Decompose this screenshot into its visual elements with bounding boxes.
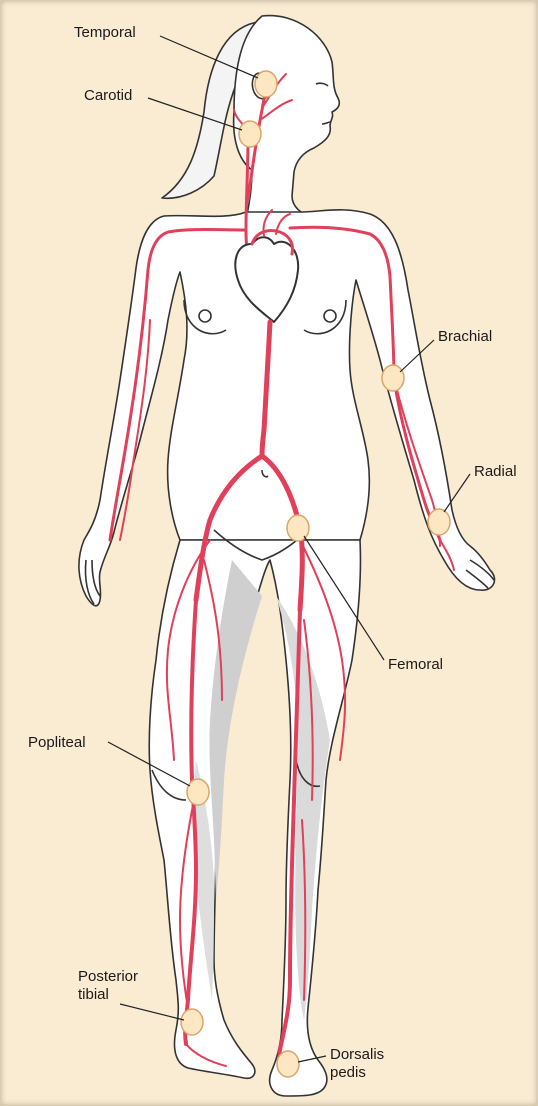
label-femoral: Femoral (388, 656, 443, 674)
label-radial: Radial (474, 463, 517, 481)
brachial-pulse-point (382, 365, 404, 391)
label-carotid: Carotid (84, 87, 132, 105)
nipple-left (199, 310, 211, 322)
posterior-tibial-leader (120, 1004, 184, 1020)
femoral-pulse-point (287, 515, 309, 541)
label-posterior-tibial-line2: tibial (78, 986, 138, 1004)
label-posterior-tibial: Posterior tibial (78, 968, 138, 1004)
nipple-right (324, 310, 336, 322)
label-posterior-tibial-line1: Posterior (78, 968, 138, 986)
posterior-tibial-pulse-point (181, 1009, 203, 1035)
label-temporal: Temporal (74, 24, 136, 42)
label-dorsalis-pedis-line2: pedis (330, 1064, 384, 1082)
label-brachial: Brachial (438, 328, 492, 346)
dorsalis-pedis-pulse-point (277, 1051, 299, 1077)
label-popliteal: Popliteal (28, 734, 86, 752)
label-dorsalis-pedis-line1: Dorsalis (330, 1046, 384, 1064)
legs (149, 540, 360, 1096)
radial-pulse-point (428, 509, 450, 535)
popliteal-pulse-point (187, 779, 209, 805)
body-silhouette (79, 16, 495, 1096)
label-dorsalis-pedis: Dorsalis pedis (330, 1046, 384, 1082)
temporal-pulse-point (255, 71, 277, 97)
carotid-pulse-point (239, 121, 261, 147)
